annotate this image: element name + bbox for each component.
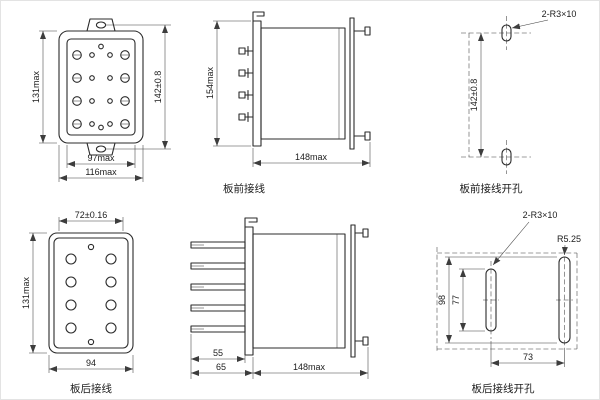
- dim-pin-length-label: 55: [213, 348, 223, 358]
- radius-callout-label: R5.25: [557, 234, 581, 244]
- rear-flange: [244, 226, 254, 356]
- relay-case: [260, 27, 346, 140]
- dimension-slot-long: 98: [437, 256, 557, 344]
- terminal-screw-grid: [72, 43, 130, 131]
- dimension-pin-length: 55: [190, 334, 246, 379]
- rear-wiring-side-view: 55 65 148max: [190, 217, 369, 379]
- dimension-front-face-height: 131max: [31, 30, 57, 144]
- dim-side-depth-label: 148max: [295, 152, 328, 162]
- dimension-slot-spacing: 73: [490, 341, 565, 367]
- dim-slot-short-label: 77: [451, 295, 461, 305]
- dim-rear-height-label: 131max: [21, 276, 31, 309]
- callout-leader: [511, 19, 549, 30]
- top-bracket-rear: [244, 217, 258, 228]
- drill-slot-bottom: [501, 148, 512, 166]
- dim-pin-overall-label: 65: [216, 362, 226, 372]
- dimension-front-drill-spacing: 142±0.8: [469, 33, 484, 157]
- rear-wiring-caption: 板后接线: [70, 382, 112, 395]
- dim-height-label: 131max: [31, 70, 41, 103]
- front-wiring-caption: 板前接线: [223, 182, 265, 195]
- front-flange: [252, 20, 262, 147]
- dimension-front-side-height: 154max: [205, 20, 251, 147]
- dimension-front-width-inner: 97max: [66, 145, 136, 168]
- drill-slot-top: [501, 24, 512, 42]
- dim-mount-label: 142±0.8: [153, 71, 163, 103]
- rear-wiring-face-view: 72±0.16 131max 94 板后接线: [21, 210, 134, 395]
- dim-width-outer-label: 116max: [85, 167, 117, 177]
- dimension-front-width-outer: 116max: [58, 145, 144, 182]
- rear-body-outline: [48, 232, 134, 354]
- mounting-plate-rear: [350, 224, 356, 358]
- rear-cover-outline: [53, 237, 129, 349]
- dim-side-height-label: 154max: [205, 66, 215, 99]
- dimension-rear-width-top: 72±0.16: [58, 210, 124, 231]
- rear-terminal-grid: [65, 243, 117, 346]
- dimension-front-side-depth: 148max: [252, 142, 371, 167]
- dim-slot-long-label: 98: [437, 295, 447, 305]
- front-drill-caption: 板前接线开孔: [460, 182, 523, 195]
- solder-pins: [190, 241, 246, 333]
- dimension-rear-width-bottom: 94: [48, 355, 134, 373]
- dimension-rear-height: 131max: [21, 232, 47, 354]
- dimension-rear-side-depth: 148max: [253, 347, 369, 379]
- mounting-hole-top: [95, 21, 107, 29]
- drill-slot-long: [558, 256, 571, 344]
- rear-case: [252, 233, 346, 349]
- front-drill-view: 2-R3×10 142±0.8 板前接线开孔: [460, 9, 577, 195]
- callout-leader-slots: [492, 221, 530, 266]
- terminal-screws-side: [238, 45, 254, 123]
- rear-drill-view: 2-R3×10 R5.25 98 77 73 板后接线开孔: [436, 210, 581, 395]
- drill-slot-short: [485, 268, 497, 332]
- dim-width-inner-label: 97max: [87, 153, 115, 163]
- dimension-pin-overall: 65: [191, 357, 254, 379]
- slot-callout-label-rear: 2-R3×10: [523, 210, 558, 220]
- front-wiring-face-view: 131max 142±0.8 97max 116max: [31, 18, 171, 182]
- relay-cover-outline: [66, 38, 136, 136]
- panel-screws-rear-side: [354, 228, 369, 346]
- dim-rear-width-bottom-label: 94: [86, 358, 96, 368]
- dim-rear-depth-label: 148max: [293, 362, 326, 372]
- front-wiring-side-view: 154max 148max 板前接线: [205, 11, 371, 195]
- rear-drill-caption: 板后接线开孔: [472, 382, 535, 395]
- mounting-hole-bottom: [95, 145, 107, 153]
- callout-leader-radius: [561, 244, 568, 256]
- top-bracket: [252, 11, 265, 22]
- panel-screws-side: [353, 26, 371, 141]
- dim-drill-spacing-label: 142±0.8: [469, 79, 479, 111]
- slot-callout-label: 2-R3×10: [542, 9, 577, 19]
- dim-slot-spacing-label: 73: [523, 352, 533, 362]
- relay-body-outline: [58, 30, 144, 144]
- dimension-front-mount-holes: 142±0.8: [106, 24, 171, 150]
- dim-rear-width-top-label: 72±0.16: [75, 210, 107, 220]
- mounting-plate: [349, 17, 355, 150]
- dimension-slot-short: 77: [451, 268, 485, 332]
